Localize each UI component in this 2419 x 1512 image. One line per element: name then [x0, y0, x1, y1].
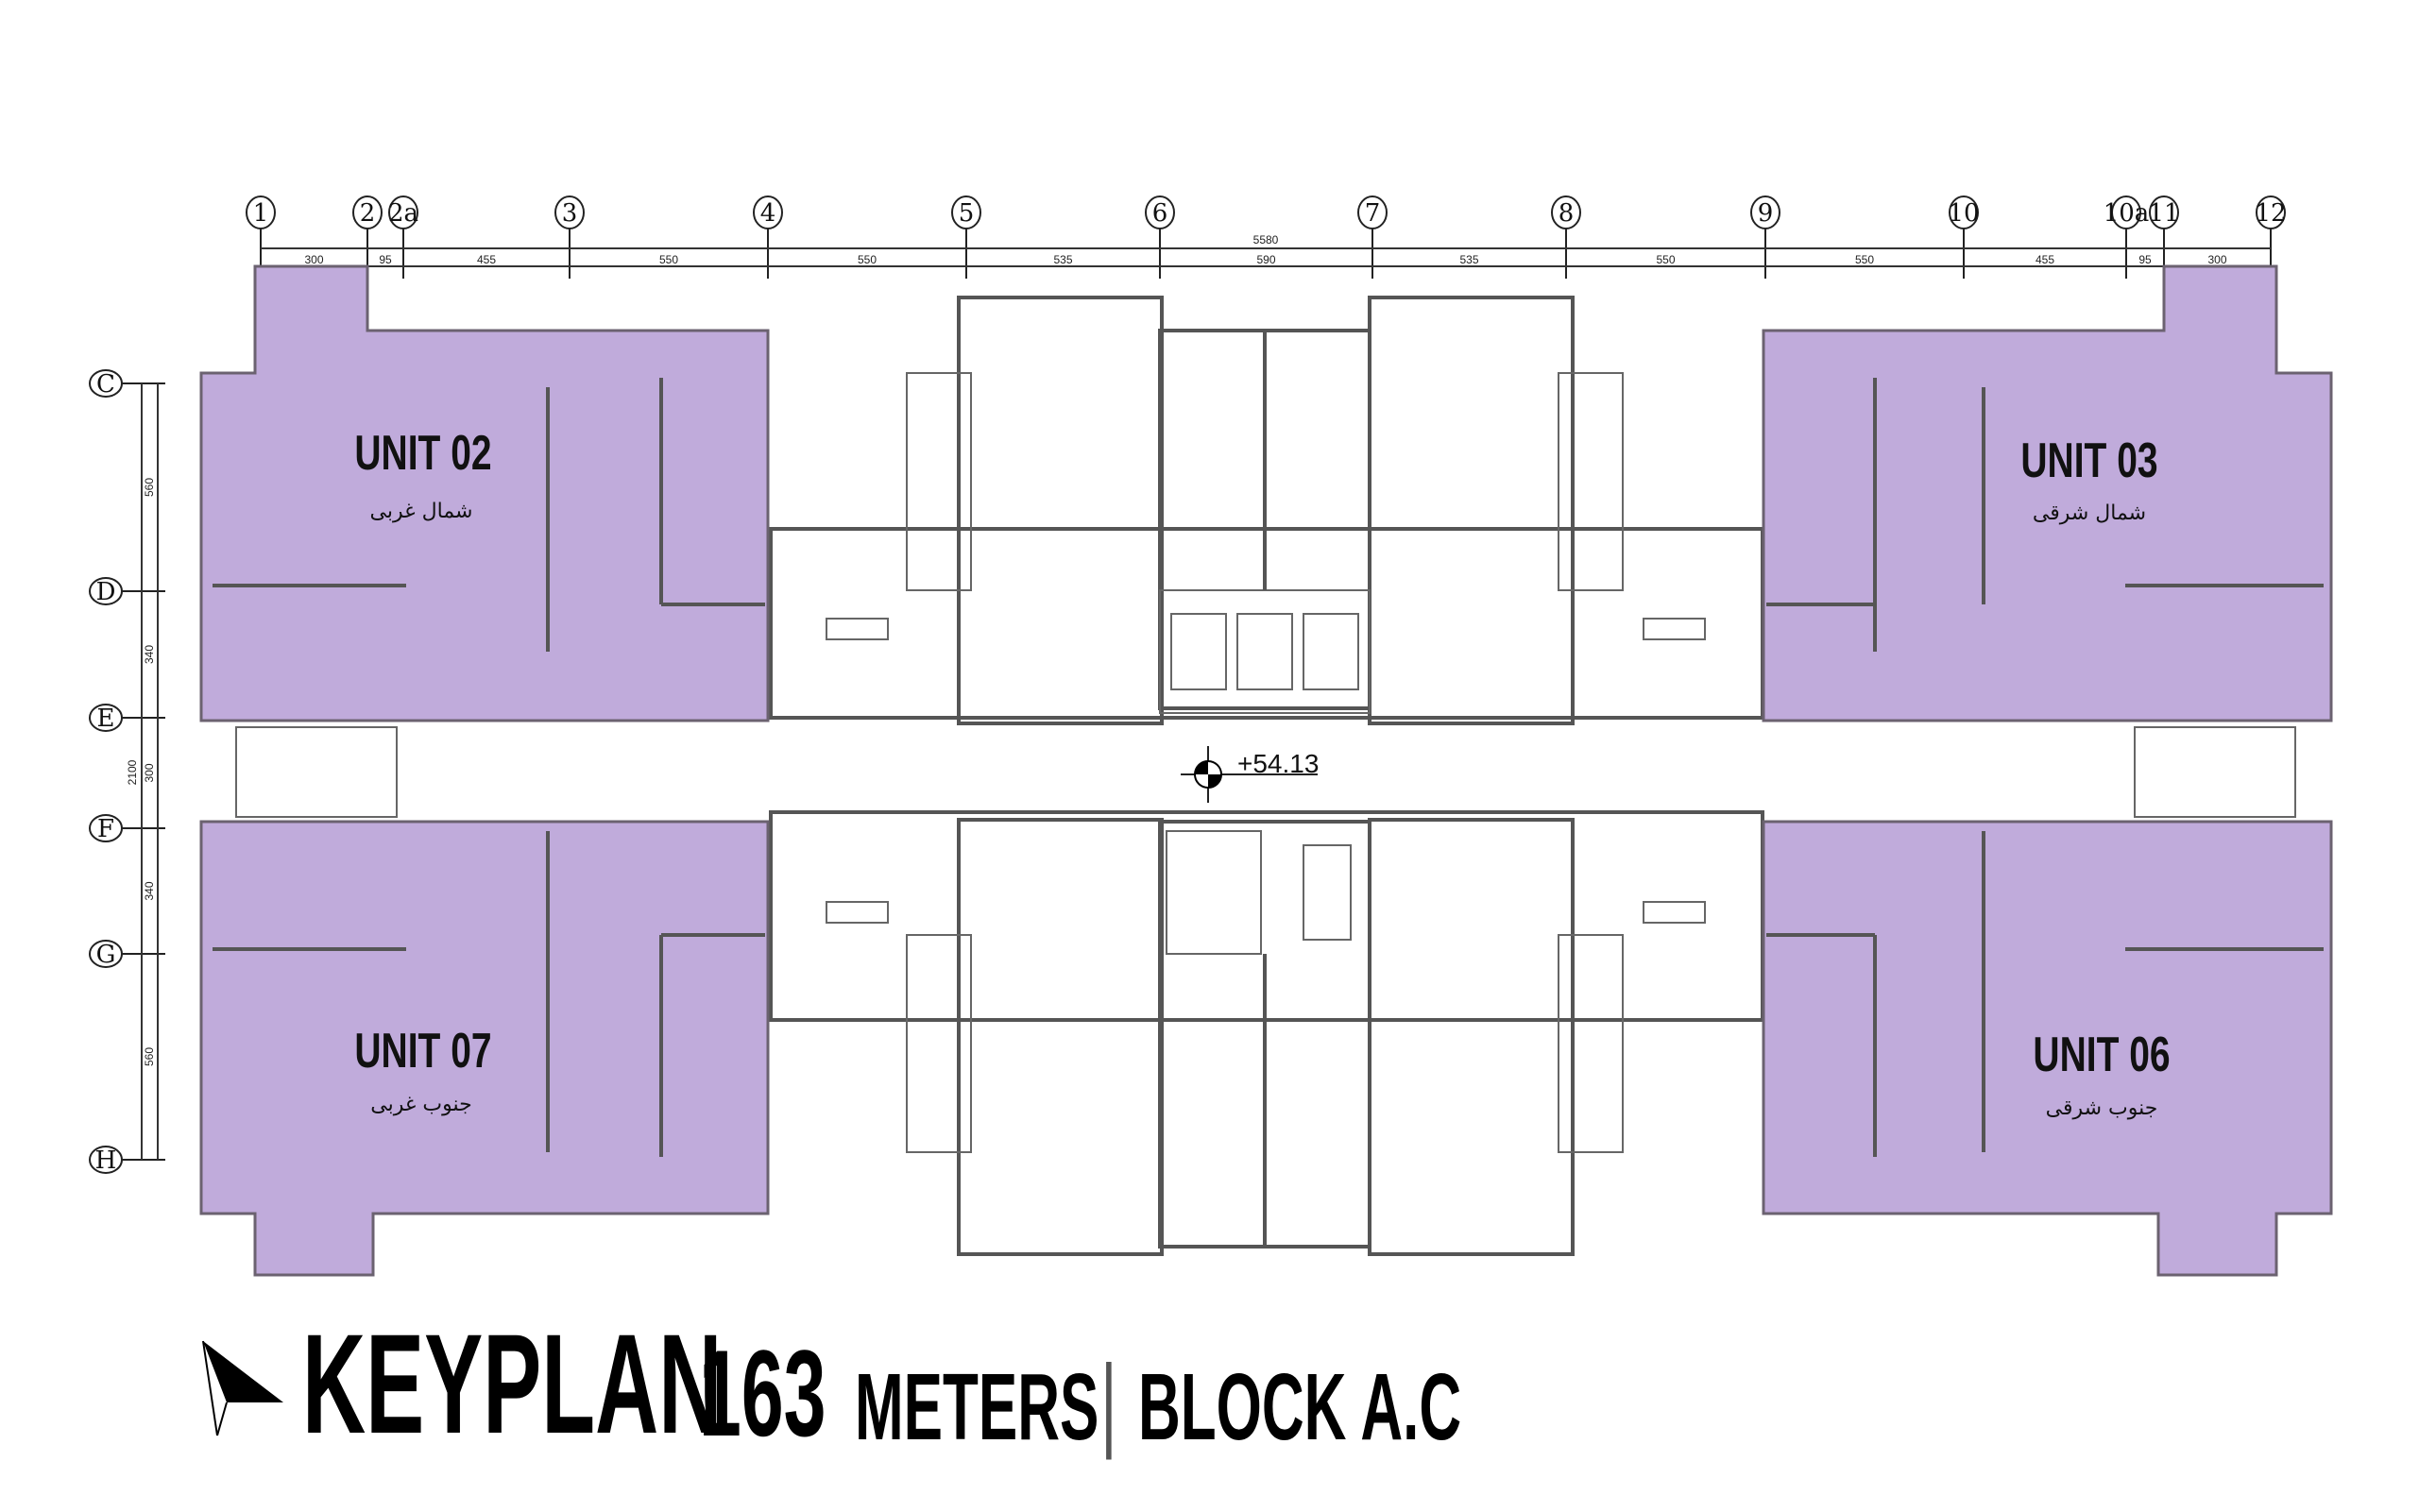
unit-06-area	[1762, 820, 2333, 1277]
grid-bubble	[2149, 195, 2179, 229]
grid-column-label: 7	[1365, 199, 1381, 228]
grid-bubble	[1750, 195, 1780, 229]
north-arrow-icon	[202, 1340, 283, 1436]
row-dimension: 560	[143, 478, 156, 497]
grid-column-label: 1	[253, 199, 269, 228]
grid-bubble	[352, 195, 383, 229]
grid-bubble	[2256, 195, 2286, 229]
grid-bubble	[1145, 195, 1175, 229]
grid-bubble	[89, 814, 123, 842]
grid-row-label: C	[96, 370, 115, 399]
area-value: 163	[699, 1324, 826, 1462]
grid-column-label: 12	[2255, 199, 2286, 228]
row-dimension: 340	[143, 881, 156, 900]
unit-03-label: UNIT 03	[2020, 432, 2157, 487]
grid-bubble	[89, 704, 123, 732]
unit-03-area	[1762, 264, 2333, 722]
column-dimension: 455	[477, 253, 496, 266]
title-separator: |	[1100, 1344, 1117, 1460]
grid-column-label: 11	[2148, 199, 2179, 228]
unit-03-orientation: شمال شرقی	[2033, 501, 2146, 525]
grid-bubble	[246, 195, 276, 229]
column-dimension: 550	[1855, 253, 1874, 266]
grid-bubble	[951, 195, 981, 229]
row-dimension: 560	[143, 1047, 156, 1066]
unit-07-label: UNIT 07	[354, 1022, 491, 1078]
total-width-dimension: 5580	[1253, 233, 1279, 246]
grid-column-label: 3	[562, 199, 578, 228]
grid-row-label: G	[96, 941, 116, 969]
row-dimension: 340	[143, 645, 156, 664]
level-elevation: +54.13	[1237, 749, 1319, 778]
grid-row-label: F	[97, 815, 114, 843]
grid-column-label: 6	[1152, 199, 1168, 228]
grid-column-label: 2	[360, 199, 376, 228]
grid-bubble	[89, 1146, 123, 1174]
grid-bubble	[89, 940, 123, 968]
unit-02-label: UNIT 02	[354, 424, 491, 480]
column-dimension: 590	[1256, 253, 1275, 266]
grid-bubble	[1551, 195, 1581, 229]
column-dimension: 95	[379, 253, 392, 266]
grid-bubble	[2111, 195, 2141, 229]
column-dimension: 95	[2138, 253, 2152, 266]
row-dimension: 300	[143, 763, 156, 782]
grid-bubble	[89, 577, 123, 605]
keyplan-text: KEYPLAN	[302, 1304, 723, 1463]
area-unit: METERS	[855, 1354, 1099, 1460]
grid-bubble	[1949, 195, 1979, 229]
column-dimensions: 300 95 455 550 550 535 590 535 550 550 455 95 300	[304, 253, 2226, 266]
keyplan-title: KEYPLAN 163 METERS | BLOCK A.C	[198, 1303, 1462, 1463]
column-dimension: 535	[1459, 253, 1478, 266]
column-dimension: 550	[659, 253, 678, 266]
unit-07-orientation: جنوب غربی	[370, 1093, 471, 1116]
grid-column-label: 10	[1948, 199, 1979, 228]
unit-02-orientation: شمال غربی	[370, 500, 473, 523]
column-dimension: 300	[304, 253, 323, 266]
level-mark-icon	[1181, 746, 1318, 803]
column-dimension: 455	[2036, 253, 2054, 266]
unit-06-orientation: جنوب شرقی	[2046, 1096, 2158, 1120]
block-name: BLOCK A.C	[1138, 1354, 1462, 1460]
grid-bubble	[388, 195, 418, 229]
grid-column-label: 5	[959, 199, 975, 228]
grid-column-label: 9	[1758, 199, 1774, 228]
column-dimension: 300	[2207, 253, 2226, 266]
grid-column-label: 8	[1559, 199, 1575, 228]
total-depth-dimension: 2100	[126, 759, 139, 785]
grid-column-label: 10a	[2104, 199, 2150, 228]
column-dimension: 550	[1656, 253, 1675, 266]
grid-column-label: 2a	[388, 199, 418, 228]
grid-bubble	[1357, 195, 1388, 229]
grid-row-label: D	[96, 578, 116, 606]
grid-bubble	[554, 195, 585, 229]
unit-02-area	[199, 264, 770, 722]
grid-bubble	[753, 195, 783, 229]
grid-row-label: E	[97, 705, 115, 733]
unit-07-area	[199, 820, 770, 1277]
column-dimension: 550	[858, 253, 877, 266]
grid-rows: C D E F G H	[89, 369, 165, 1175]
row-dimensions: 560 340 300 340 560	[143, 478, 156, 1066]
unit-06-label: UNIT 06	[2033, 1026, 2170, 1081]
grid-bubble	[89, 369, 123, 398]
grid-row-label: H	[95, 1147, 117, 1175]
grid-column-label: 4	[760, 199, 776, 228]
column-dimension: 535	[1053, 253, 1072, 266]
